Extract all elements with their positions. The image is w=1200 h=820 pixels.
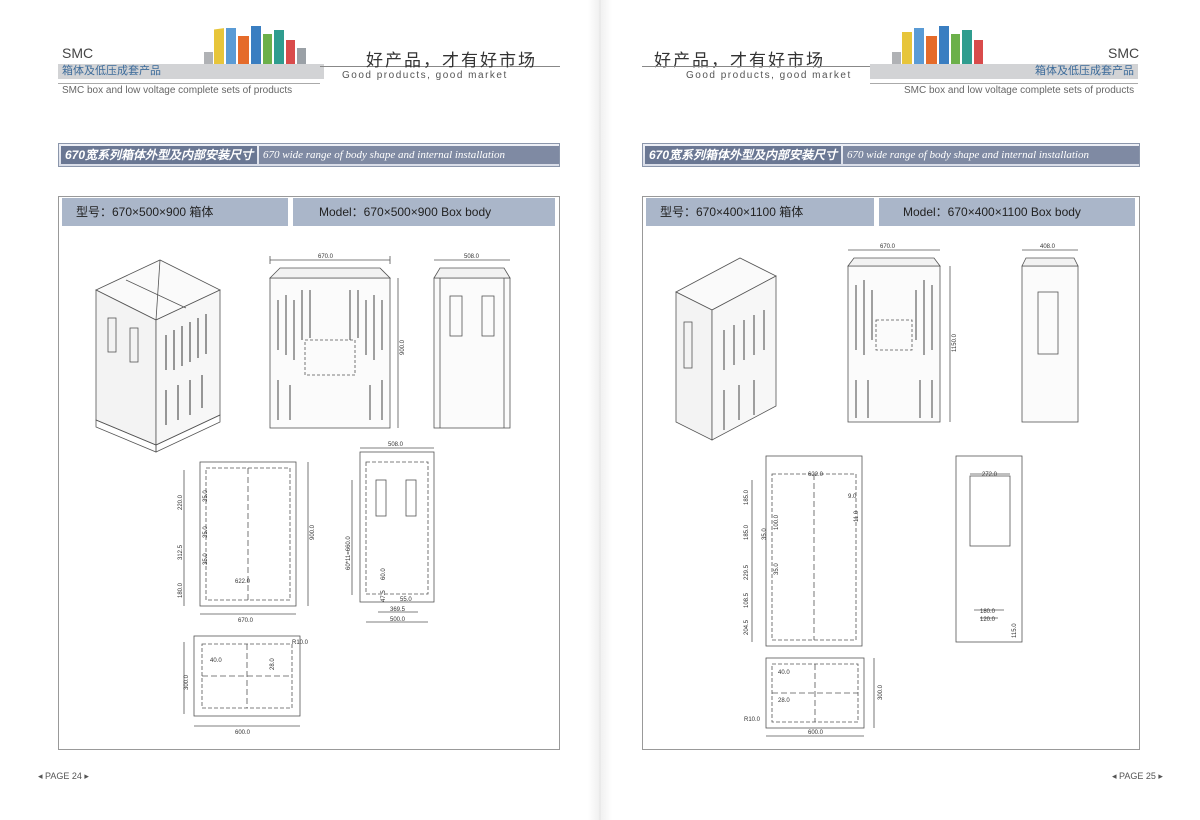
model-en: Model：670×400×1100 Box body (879, 198, 1135, 226)
dim-base-28: 28.0 (778, 698, 790, 704)
dim-3125: 312.5 (178, 544, 184, 560)
dim-base-600: 600.0 (808, 730, 824, 736)
header-rule (58, 83, 320, 84)
brand-cn-bar: 箱体及低压成套产品 (58, 64, 324, 79)
brand-label: SMC (1108, 45, 1140, 61)
dim-side-span: 60*11=660.0 (346, 536, 352, 570)
technical-drawing-left: 670.0 508.0 900.0 622.0 900.0 220.0 35.0… (95, 254, 511, 736)
dim-inner-height: 900.0 (310, 524, 316, 540)
dim-front-width: 670.0 (880, 244, 896, 250)
dim-base-28: 28.0 (270, 658, 276, 670)
dim-side-120: 120.0 (980, 617, 996, 623)
dim-base-300: 300.0 (184, 674, 190, 690)
dim-35b: 35.0 (203, 526, 209, 538)
dim-height: 1150.0 (952, 333, 958, 352)
dim-side-60: 60.0 (381, 568, 387, 580)
dim-35b: 35.0 (774, 563, 780, 575)
dim-side-115: 115.0 (1012, 623, 1018, 638)
dim-35: 35.0 (762, 528, 768, 540)
dim-side-width: 508.0 (464, 254, 480, 260)
dim-base-r10: R10.0 (744, 717, 761, 723)
technical-drawing-right: 670.0 408.0 1150.0 622.0 185.0 185.0 229… (675, 244, 1079, 737)
dim-35c: 35.0 (203, 553, 209, 565)
section-bar: 670宽系列箱体外型及内部安装尺寸 670 wide range of body… (58, 143, 560, 179)
dim-inner-width: 622.0 (235, 579, 251, 585)
brand-label: SMC (62, 45, 94, 61)
model-cn: 型号：670×400×1100 箱体 (646, 198, 874, 226)
dim-180: 180.0 (178, 582, 184, 598)
dim-side-inner-width: 508.0 (388, 442, 404, 448)
page-number-right: ◂ PAGE 25 ▸ (1112, 771, 1163, 781)
dim-1085: 108.5 (744, 592, 750, 608)
dim-base-300: 300.0 (878, 684, 884, 700)
section-title-en: 670 wide range of body shape and interna… (259, 146, 559, 179)
slogan-cn: 好产品，才有好市场 (654, 51, 825, 71)
slogan-en: Good products, good market (686, 70, 852, 81)
dim-185b: 185.0 (744, 524, 750, 540)
page-label: PAGE 25 (1119, 771, 1156, 781)
section-bar: 670宽系列箱体外型及内部安装尺寸 670 wide range of body… (642, 143, 1140, 179)
dim-inner-base: 670.0 (238, 618, 254, 624)
dim-front-width: 670.0 (318, 254, 334, 260)
dim-inner-width: 622.0 (808, 472, 824, 478)
model-cn: 型号：670×500×900 箱体 (62, 198, 288, 226)
dim-185a: 185.0 (744, 489, 750, 505)
dim-base-40: 40.0 (778, 670, 790, 676)
page-label: PAGE 24 (45, 771, 82, 781)
section-title-en: 670 wide range of body shape and interna… (843, 146, 1139, 179)
dim-9: 9.0 (848, 494, 857, 500)
section-title-cn: 670宽系列箱体外型及内部安装尺寸 (61, 146, 258, 164)
brand-cn-bar: 箱体及低压成套产品 (870, 64, 1138, 79)
brand-en-label: SMC box and low voltage complete sets of… (62, 85, 293, 96)
dim-35a: 35.0 (203, 490, 209, 502)
dim-base-600: 600.0 (235, 730, 251, 736)
slogan-en: Good products, good market (342, 70, 508, 81)
dim-11: 11.0 (854, 510, 860, 522)
header-rule-2 (320, 66, 560, 67)
brand-en-label: SMC box and low voltage complete sets of… (904, 85, 1135, 96)
dim-side-180: 180.0 (980, 609, 996, 615)
page-gutter (588, 0, 612, 820)
slogan-cn: 好产品，才有好市场 (366, 51, 537, 71)
dim-100: 100.0 (774, 514, 780, 530)
header-rule (642, 66, 870, 67)
dim-2295: 229.5 (744, 564, 750, 580)
dim-side-55: 55.0 (400, 597, 412, 603)
dim-side-475: 47.5 (381, 590, 387, 602)
dim-base-r10: R10.0 (292, 640, 309, 646)
model-en: Model：670×500×900 Box body (293, 198, 555, 226)
page-number-left: ◂ PAGE 24 ▸ (38, 771, 89, 781)
dim-side-width: 408.0 (1040, 244, 1056, 250)
dim-side-3695: 369.5 (390, 607, 406, 613)
dim-base-40: 40.0 (210, 658, 222, 664)
dim-220: 220.0 (178, 494, 184, 510)
dim-2045: 204.5 (744, 619, 750, 635)
dim-side-272: 272.0 (982, 472, 998, 478)
dim-side-500: 500.0 (390, 617, 406, 623)
dim-height: 900.0 (400, 339, 406, 355)
header-rule-2 (870, 83, 1138, 84)
section-title-cn: 670宽系列箱体外型及内部安装尺寸 (645, 146, 842, 164)
